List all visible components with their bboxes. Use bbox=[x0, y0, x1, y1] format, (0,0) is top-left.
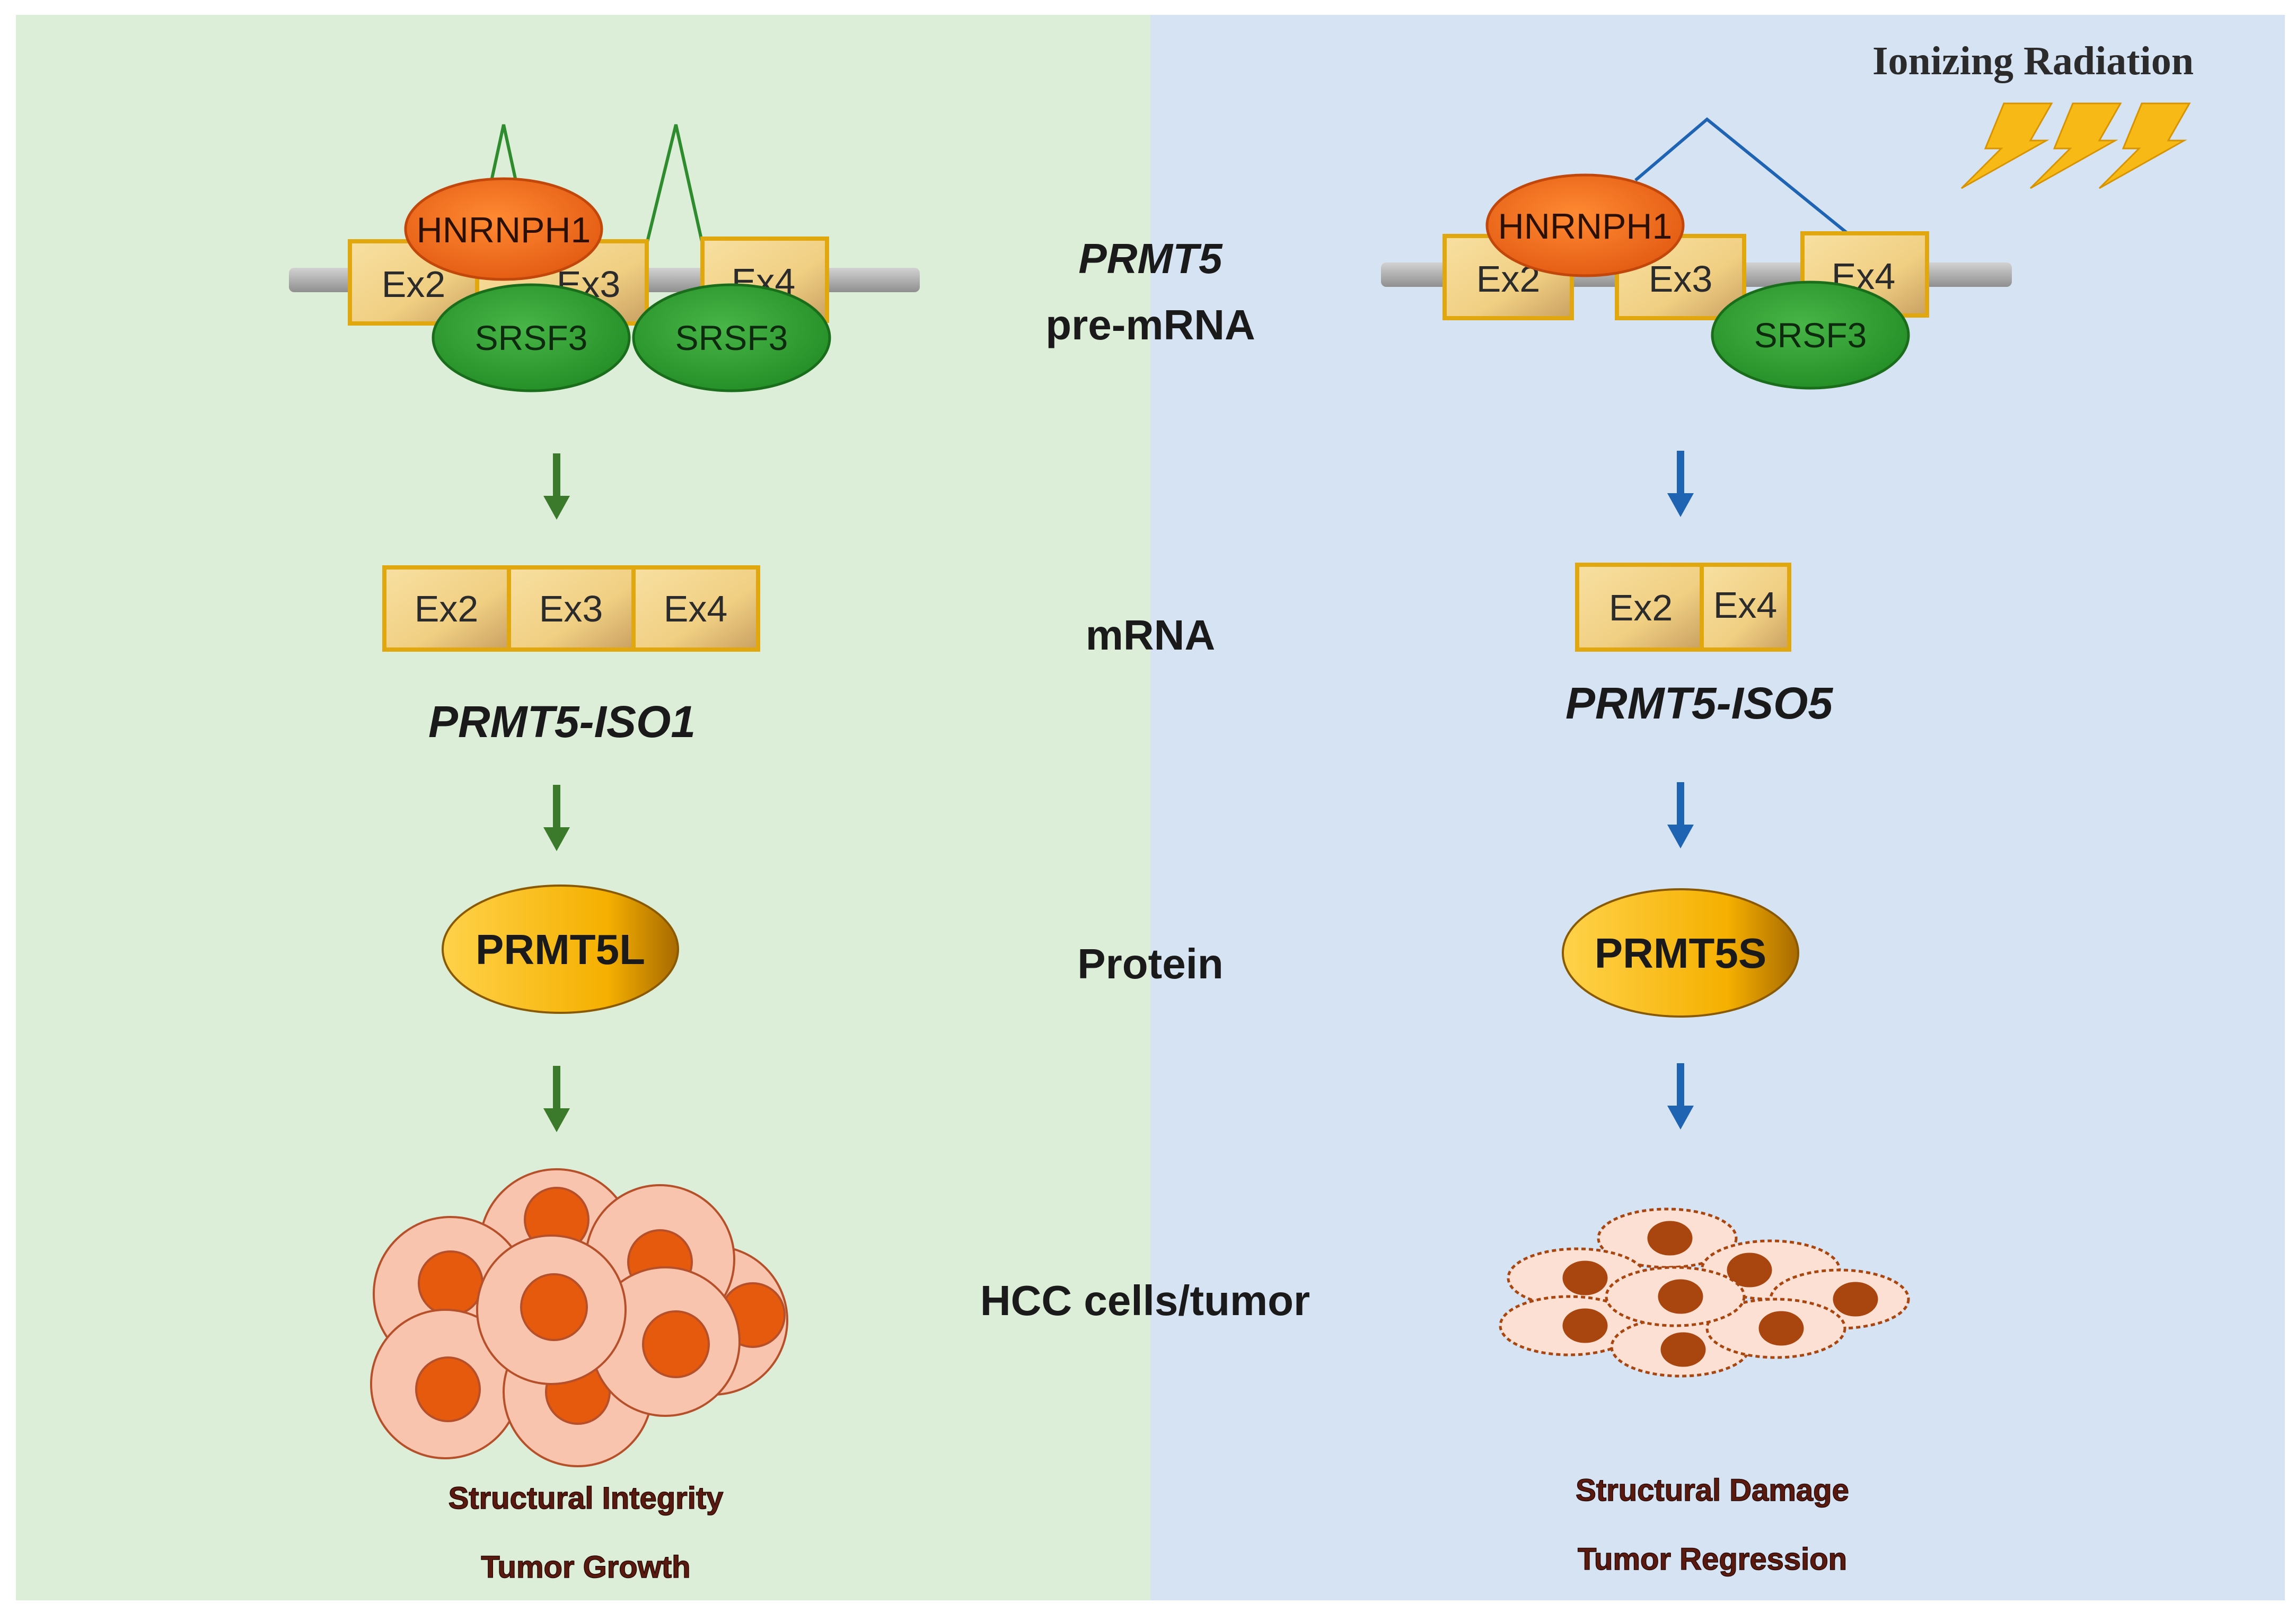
outcome-left-2: Tumor Growth bbox=[481, 1550, 690, 1584]
arrow-left-2 bbox=[543, 785, 570, 851]
exon-label: Ex2 bbox=[1609, 587, 1673, 628]
exon-label: Ex4 bbox=[1713, 584, 1778, 626]
cell bbox=[1597, 1207, 1738, 1269]
exon-label: Ex2 bbox=[382, 264, 446, 305]
ionizing-radiation-label: Ionizing Radiation bbox=[1872, 39, 2194, 83]
srsf3-label: SRSF3 bbox=[675, 318, 788, 357]
premrna-gene-label: PRMT5 bbox=[1078, 235, 1223, 282]
arrow-right-3 bbox=[1667, 1063, 1694, 1129]
exon-label: Ex2 bbox=[415, 588, 479, 629]
cell bbox=[1605, 1266, 1746, 1327]
exon-label: Ex4 bbox=[664, 588, 728, 629]
exon-right-ex3: Ex3 bbox=[1615, 234, 1746, 320]
srsf3-left-b: SRSF3 bbox=[632, 283, 831, 392]
arrow-left-3 bbox=[543, 1066, 570, 1132]
protein-right: PRMT5S bbox=[1562, 888, 1799, 1018]
srsf3-right: SRSF3 bbox=[1711, 281, 1910, 390]
isoform-right-label: PRMT5-ISO5 bbox=[1565, 678, 1833, 728]
tumor-cells-left bbox=[370, 1168, 788, 1467]
srsf3-label: SRSF3 bbox=[1754, 316, 1867, 355]
hnrnph1-label: HNRNPH1 bbox=[417, 210, 591, 250]
hnrnph1-right: HNRNPH1 bbox=[1485, 173, 1685, 277]
protein-left: PRMT5L bbox=[442, 885, 679, 1014]
protein-label: Protein bbox=[1077, 940, 1224, 987]
cells-label: HCC cells/tumor bbox=[980, 1277, 1310, 1324]
mrna-right: Ex2 Ex4 bbox=[1575, 563, 1791, 652]
lightning-icon bbox=[1960, 102, 2191, 189]
splice-line-left-2 bbox=[645, 124, 704, 244]
mrna-left: Ex2 Ex3 Ex4 bbox=[382, 565, 760, 652]
isoform-left-label: PRMT5-ISO1 bbox=[428, 697, 696, 747]
premrna-label: pre-mRNA bbox=[1045, 301, 1255, 348]
splice-line-right bbox=[1634, 117, 1849, 235]
arrow-right-2 bbox=[1667, 782, 1694, 848]
cell bbox=[1705, 1298, 1846, 1359]
cell bbox=[476, 1234, 627, 1385]
protein-name: PRMT5S bbox=[1595, 930, 1767, 977]
outcome-right-1: Structural Damage bbox=[1576, 1473, 1849, 1508]
mrna-label: mRNA bbox=[1086, 611, 1215, 659]
hnrnph1-label: HNRNPH1 bbox=[1498, 206, 1673, 247]
exon-label: Ex3 bbox=[539, 588, 603, 629]
outcome-left-1: Structural Integrity bbox=[448, 1481, 724, 1516]
cell bbox=[590, 1266, 741, 1417]
splice-line-left-1 bbox=[489, 124, 518, 186]
arrow-left-1 bbox=[543, 453, 570, 520]
srsf3-label: SRSF3 bbox=[475, 318, 588, 357]
tumor-cells-right bbox=[1499, 1207, 1910, 1378]
outcome-right-2: Tumor Regression bbox=[1578, 1542, 1847, 1577]
exon-label: Ex3 bbox=[1649, 258, 1713, 300]
arrow-right-1 bbox=[1667, 451, 1694, 517]
srsf3-left-a: SRSF3 bbox=[432, 283, 631, 392]
protein-name: PRMT5L bbox=[476, 926, 645, 973]
hnrnph1-left: HNRNPH1 bbox=[404, 177, 603, 281]
